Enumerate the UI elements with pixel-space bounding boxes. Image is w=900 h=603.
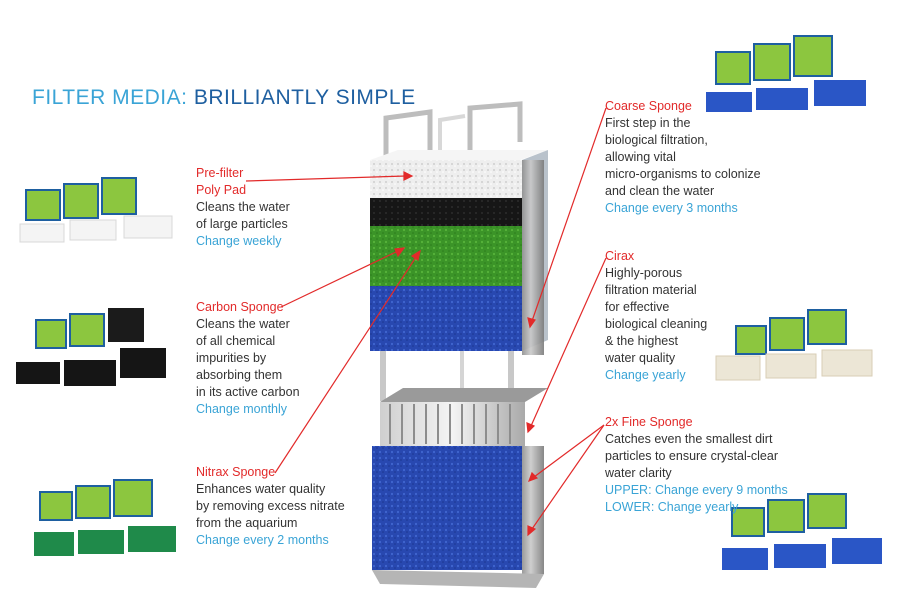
fine-name: 2x Fine Sponge	[605, 415, 693, 429]
nitrax-name: Nitrax Sponge	[196, 465, 276, 479]
media-prefilter: Pre-filter Poly Pad Cleans the water of …	[196, 165, 290, 250]
media-coarse: Coarse Sponge First step in the biologic…	[605, 98, 761, 217]
packs-fine	[722, 493, 882, 570]
tower-rods	[380, 351, 514, 401]
carbon-desc-line-1: Cleans the water	[196, 317, 290, 331]
coarse-desc-line-1: First step in the	[605, 116, 691, 130]
fine-change-upper: UPPER: Change every 9 months	[605, 483, 788, 497]
upper-stack	[370, 150, 548, 355]
nitrax-change: Change every 2 months	[196, 533, 329, 547]
cirax-name: Cirax	[605, 249, 635, 263]
coarse-desc-line-5: and clean the water	[605, 184, 715, 198]
cirax-desc-line-4: biological cleaning	[605, 317, 708, 331]
carbon-desc-line-5: in its active carbon	[196, 385, 300, 399]
media-nitrax: Nitrax Sponge Enhances water quality by …	[196, 464, 345, 549]
nitrax-desc-line-2: by removing excess nitrate	[196, 499, 345, 513]
prefilter-desc-line-1: Cleans the water	[196, 200, 290, 214]
coarse-desc-line-3: allowing vital	[605, 150, 676, 164]
fine-desc-line-2: particles to ensure crystal-clear	[605, 449, 778, 463]
tower-handles	[383, 101, 523, 160]
nitrax-desc-line-3: from the aquarium	[196, 516, 298, 530]
title-main: FILTER MEDIA:	[32, 86, 188, 109]
media-cirax: Cirax Highly-porous filtration material …	[605, 248, 707, 384]
cirax-change: Change yearly	[605, 368, 686, 382]
carbon-desc-line-4: absorbing them	[196, 368, 283, 382]
fine-desc-line-3: water clarity	[605, 466, 672, 480]
prefilter-name-line-2: Poly Pad	[196, 183, 247, 197]
title-accent: BRILLIANTLY SIMPLE	[193, 86, 416, 109]
carbon-name: Carbon Sponge	[196, 300, 284, 314]
packs-coarse	[706, 35, 866, 112]
packs-prefilter	[19, 177, 173, 243]
nitrax-desc-line-1: Enhances water quality	[196, 482, 326, 496]
prefilter-name-line-1: Pre-filter	[196, 166, 244, 180]
coarse-desc-line-2: biological filtration,	[605, 133, 708, 147]
carbon-desc-line-2: of all chemical	[196, 334, 276, 348]
coarse-desc-line-4: micro-organisms to colonize	[605, 167, 761, 181]
packs-cirax	[715, 309, 873, 381]
page-title: FILTER MEDIA: BRILLIANTLY SIMPLE	[32, 86, 416, 110]
prefilter-change: Change weekly	[196, 234, 282, 248]
coarse-change: Change every 3 months	[605, 201, 738, 215]
cirax-desc-line-3: for effective	[605, 300, 670, 314]
packs-nitrax	[34, 479, 176, 556]
carbon-change: Change monthly	[196, 402, 288, 416]
coarse-name: Coarse Sponge	[605, 99, 692, 113]
cirax-desc-line-2: filtration material	[605, 283, 697, 297]
prefilter-desc-line-2: of large particles	[196, 217, 288, 231]
cirax-desc-line-5: & the highest	[605, 334, 678, 348]
cirax-desc-line-6: water quality	[605, 351, 676, 365]
media-fine: 2x Fine Sponge Catches even the smallest…	[605, 414, 788, 516]
lower-stack	[372, 446, 544, 588]
cirax-basket	[380, 388, 548, 446]
media-carbon: Carbon Sponge Cleans the water of all ch…	[196, 299, 300, 418]
cirax-desc-line-1: Highly-porous	[605, 266, 683, 280]
packs-carbon	[16, 308, 166, 386]
fine-desc-line-1: Catches even the smallest dirt	[605, 432, 773, 446]
carbon-desc-line-3: impurities by	[196, 351, 267, 365]
pointer-lines	[245, 107, 607, 537]
fine-change-lower: LOWER: Change yearly	[605, 500, 739, 514]
